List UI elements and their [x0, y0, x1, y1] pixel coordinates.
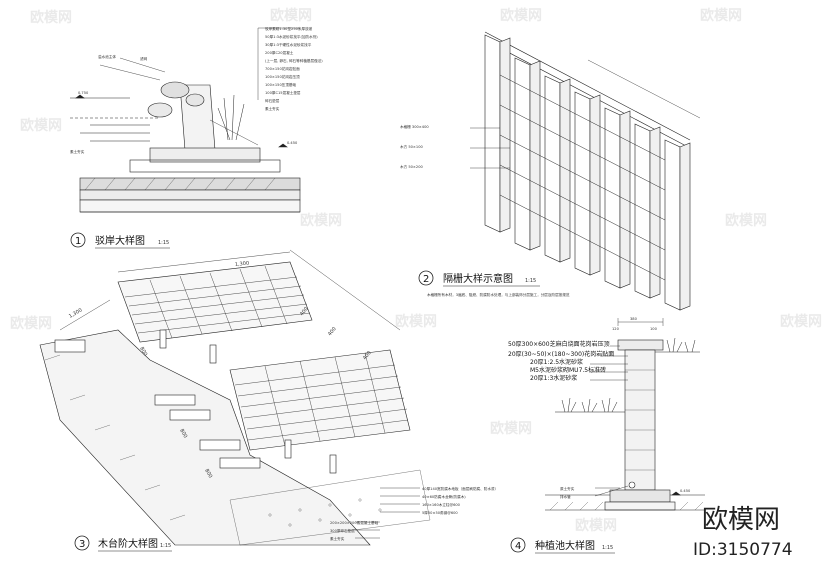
svg-text:驳岸素砌1:30至250米厚放坡: 驳岸素砌1:30至250米厚放坡	[265, 26, 313, 31]
panel-4-planter-detail	[545, 318, 705, 511]
svg-text:400: 400	[362, 350, 373, 361]
svg-text:木方 50×200: 木方 50×200	[400, 164, 423, 169]
panel-3-title-block: 3 木台阶大样图 1:15	[74, 535, 172, 552]
svg-text:木方 50×100: 木方 50×100	[400, 144, 423, 149]
detail-title: 驳岸大样图	[95, 234, 145, 247]
svg-text:排水管: 排水管	[560, 494, 571, 499]
panel-3-wood-step-detail	[39, 249, 431, 546]
panel-1-revetment-detail	[70, 27, 301, 213]
svg-text:碎石垫层: 碎石垫层	[265, 98, 280, 103]
panel-4-title-block: 4 种植池大样图 1:15	[510, 537, 615, 554]
svg-text:800: 800	[178, 428, 188, 439]
svg-text:原土夯实: 原土夯实	[560, 486, 575, 491]
detail-number: 2	[423, 274, 429, 285]
grille-caption: 木格栅所有木材，3遍底、阻燃、防腐防水处理，与上部装饰分层施工，分层及阶层按规范	[427, 292, 570, 297]
svg-text:100×150花岗岩压顶: 100×150花岗岩压顶	[265, 74, 300, 79]
panel-2-grille-detail	[470, 31, 701, 311]
detail-scale: 1:15	[602, 545, 613, 551]
svg-text:1,300: 1,300	[235, 261, 250, 268]
detail-number: 4	[515, 541, 521, 552]
svg-text:(上一层, 卵石, 碎石等种植基层做法): (上一层, 卵石, 碎石等种植基层做法)	[265, 58, 323, 63]
svg-text:300厚碎石垫层: 300厚碎石垫层	[330, 528, 355, 533]
brand-block: 欧模网 ID:3150774	[693, 505, 793, 560]
detail-number: 1	[75, 236, 81, 247]
svg-text:400: 400	[299, 306, 310, 317]
svg-text:800: 800	[203, 468, 213, 479]
svg-text:滤网: 滤网	[140, 56, 148, 61]
detail-scale: 1:15	[158, 240, 169, 246]
detail-title: 种植池大样图	[535, 539, 595, 552]
watermark-text: 欧模网	[780, 313, 822, 330]
svg-text:40厚140宽防腐木地板（面层刷防腐、防水漆）: 40厚140宽防腐木地板（面层刷防腐、防水漆）	[422, 486, 498, 491]
svg-text:40×60防腐木龙骨(防腐木): 40×60防腐木龙骨(防腐木)	[422, 494, 466, 499]
watermark-text: 欧模网	[725, 212, 767, 229]
watermark-text: 欧模网	[500, 7, 542, 24]
svg-text:380: 380	[630, 317, 638, 321]
panel-1-notes-left: 溢水池主体 滤网 素土夯实 0.750 0.450	[70, 54, 298, 154]
detail-number-circle	[74, 535, 90, 551]
panel-3-notes: 40厚140宽防腐木地板（面层刷防腐、防水漆） 40×60防腐木龙骨(防腐木) …	[330, 486, 498, 541]
watermark-text: 欧模网	[20, 117, 62, 134]
watermark-text: 欧模网	[575, 517, 617, 534]
svg-text:0.450: 0.450	[680, 489, 691, 493]
svg-text:160×160木立柱@600: 160×160木立柱@600	[422, 502, 461, 507]
svg-text:5厚50×50角钢@600: 5厚50×50角钢@600	[422, 510, 458, 515]
watermark-text: 欧模网	[270, 7, 312, 24]
watermark-text: 欧模网	[490, 420, 532, 437]
svg-text:20厚(30~50)×(180~300)花岗岩贴面: 20厚(30~50)×(180~300)花岗岩贴面	[508, 350, 614, 358]
detail-number: 3	[79, 539, 85, 550]
watermark-text: 欧模网	[300, 212, 342, 229]
svg-text:素土夯实: 素土夯实	[265, 106, 280, 111]
panel-2-title-block: 2 隔栅大样示意图 1:15	[418, 270, 540, 287]
svg-text:100: 100	[650, 327, 658, 331]
watermark-text: 欧模网	[700, 7, 742, 24]
svg-text:400: 400	[327, 326, 338, 337]
detail-scale: 1:15	[525, 278, 536, 284]
svg-text:溢水池主体: 溢水池主体	[98, 54, 116, 59]
panel-2-notes: 木格栅 300×400 木方 50×100 木方 50×200 木格栅所有木材，…	[400, 124, 570, 297]
watermark-text: 欧模网	[395, 313, 437, 330]
svg-text:200×200×200素混凝土基础: 200×200×200素混凝土基础	[330, 520, 379, 525]
svg-text:20厚1:2.5水泥砂浆: 20厚1:2.5水泥砂浆	[530, 358, 583, 366]
brand-name: 欧模网	[702, 505, 780, 535]
svg-text:120: 120	[612, 327, 620, 331]
svg-text:0.750: 0.750	[78, 91, 89, 95]
svg-text:0.450: 0.450	[287, 141, 298, 145]
detail-title: 木台阶大样图	[98, 537, 158, 550]
detail-number-circle	[70, 232, 86, 248]
svg-text:800: 800	[138, 346, 148, 357]
panel-1-notes-right: 驳岸素砌1:30至250米厚放坡 50厚1:3水泥砂浆找平(加防水剂) 30厚1…	[265, 26, 323, 111]
watermark-text: 欧模网	[30, 9, 72, 26]
panel-1-title-block: 1 驳岸大样图 1:15	[70, 232, 170, 249]
svg-text:1,300: 1,300	[68, 307, 83, 319]
detail-title: 隔栅大样示意图	[443, 272, 513, 285]
svg-text:700×150花岗岩贴面: 700×150花岗岩贴面	[265, 66, 300, 71]
svg-text:木格栅 300×400: 木格栅 300×400	[400, 124, 429, 129]
document-id: ID:3150774	[693, 540, 793, 560]
svg-text:30厚1:3干硬性水泥砂浆找平: 30厚1:3干硬性水泥砂浆找平	[265, 42, 312, 47]
svg-text:50厚300×600芝麻白烧面花岗岩压顶: 50厚300×600芝麻白烧面花岗岩压顶	[508, 340, 610, 348]
svg-text:素土夯实: 素土夯实	[330, 536, 345, 541]
panel-4-notes: 50厚300×600芝麻白烧面花岗岩压顶 20厚(30~50)×(180~300…	[508, 317, 691, 499]
detail-scale: 1:15	[160, 543, 171, 549]
watermark-text: 欧模网	[10, 315, 52, 332]
svg-text:M5水泥砂浆砌MU7.5标准砖: M5水泥砂浆砌MU7.5标准砖	[530, 366, 606, 374]
svg-text:素土夯实: 素土夯实	[70, 149, 85, 154]
svg-text:20厚1:3水泥砂浆: 20厚1:3水泥砂浆	[530, 374, 577, 382]
svg-text:100×150压顶基础: 100×150压顶基础	[265, 82, 297, 87]
svg-text:100厚C15混凝土垫层: 100厚C15混凝土垫层	[265, 90, 301, 95]
detail-number-circle	[510, 537, 526, 553]
detail-number-circle	[418, 270, 434, 286]
svg-text:50厚1:3水泥砂浆找平(加防水剂): 50厚1:3水泥砂浆找平(加防水剂)	[265, 34, 318, 39]
svg-text:200厚C20混凝土: 200厚C20混凝土	[265, 50, 294, 55]
